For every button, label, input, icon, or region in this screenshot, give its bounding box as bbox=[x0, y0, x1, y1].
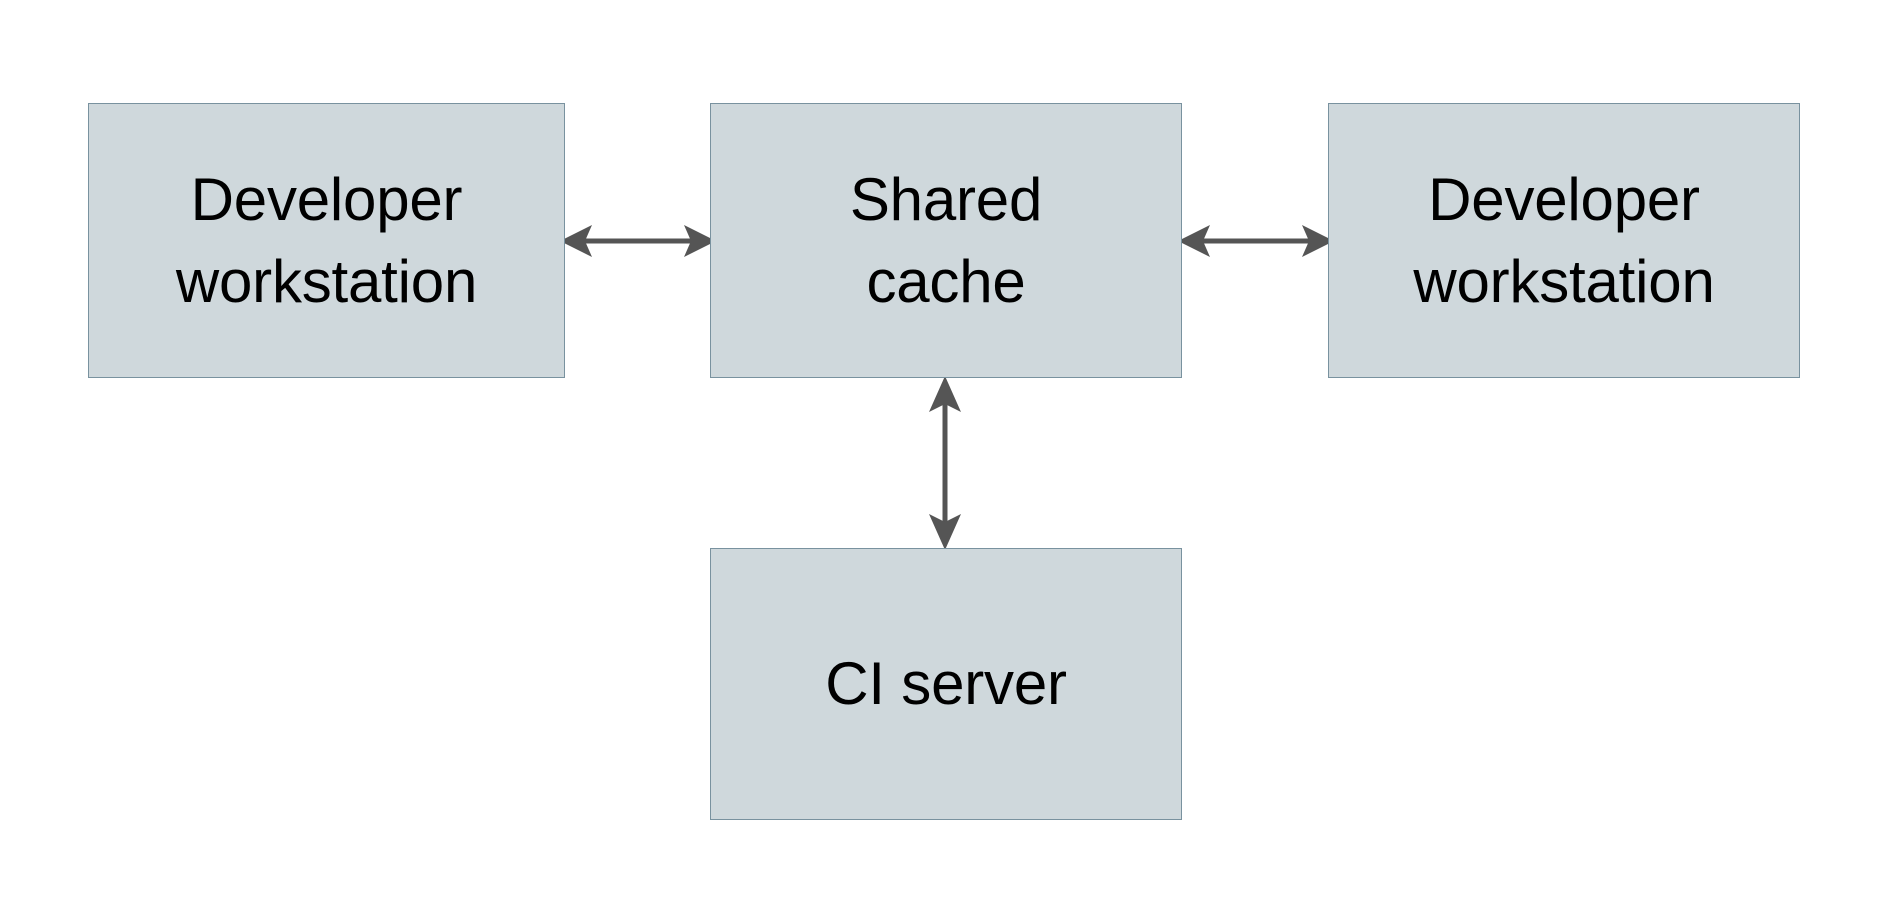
connector-dev-left-to-shared-cache bbox=[560, 225, 716, 257]
arrowhead-right-icon bbox=[1302, 225, 1334, 257]
node-label: Developer workstation bbox=[1413, 165, 1715, 315]
node-developer-workstation-right[interactable]: Developer workstation bbox=[1328, 103, 1800, 378]
arrowhead-down-icon bbox=[929, 514, 961, 550]
node-shared-cache[interactable]: Shared cache bbox=[710, 103, 1182, 378]
connector-shared-cache-to-dev-right bbox=[1178, 225, 1334, 257]
arrowhead-right-icon bbox=[684, 225, 716, 257]
arrowhead-left-icon bbox=[560, 225, 592, 257]
node-label: CI server bbox=[825, 650, 1067, 718]
connector-shared-cache-to-ci-server bbox=[929, 376, 961, 550]
arrowhead-left-icon bbox=[1178, 225, 1210, 257]
arrowhead-up-icon bbox=[929, 376, 961, 412]
node-label: Shared cache bbox=[849, 165, 1043, 315]
node-label: Developer workstation bbox=[175, 165, 478, 315]
node-developer-workstation-left[interactable]: Developer workstation bbox=[88, 103, 565, 378]
node-ci-server[interactable]: CI server bbox=[710, 548, 1182, 820]
